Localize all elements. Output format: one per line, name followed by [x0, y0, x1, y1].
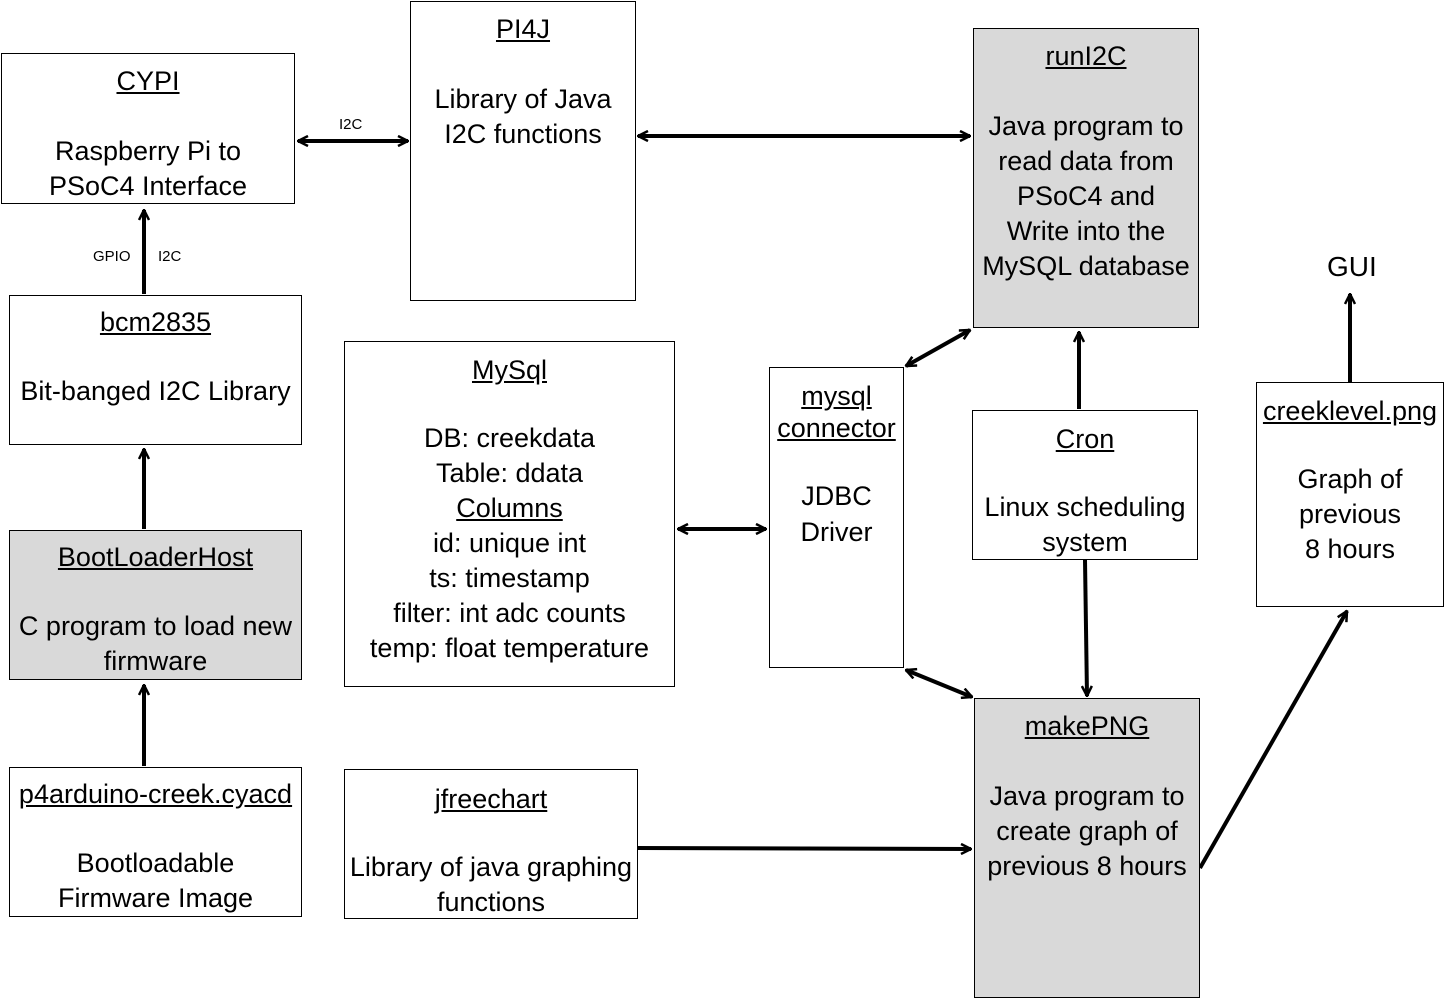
box-mysql-line-2: Table: ddata: [435, 458, 584, 488]
box-cron-line-2: system: [1042, 527, 1128, 557]
box-mysql-connector: mysql connector JDBC Driver: [769, 367, 904, 668]
label-i2c-top: I2C: [339, 116, 363, 133]
box-connector-line-2: Driver: [800, 517, 873, 547]
box-runi2c-title: runI2C: [1045, 41, 1127, 71]
box-creeklevel: creeklevel.png Graph of previous 8 hours: [1256, 382, 1444, 607]
box-cyacd: p4arduino-creek.cyacd Bootloadable Firmw…: [9, 767, 302, 917]
box-pi4j-line-1: Library of Java: [434, 84, 612, 114]
box-creeklevel-line-2: previous: [1298, 499, 1402, 529]
box-mysql-line-6: filter: int adc counts: [393, 598, 626, 628]
box-mysql-line-7: temp: float temperature: [369, 633, 650, 663]
box-makepng-line-1: Java program to: [989, 781, 1185, 811]
box-mysql-line-1: DB: creekdata: [423, 423, 596, 453]
box-makepng-line-2: create graph of: [996, 816, 1178, 846]
box-makepng-title: makePNG: [1024, 711, 1150, 741]
box-cyacd-title: p4arduino-creek.cyacd: [18, 779, 293, 809]
arrow-makepng-creeklevel: [1198, 611, 1349, 869]
box-jfreechart-line-1: Library of java graphing: [349, 852, 633, 882]
box-mysql-title: MySql: [471, 355, 547, 385]
box-connector-line-1: JDBC: [801, 481, 872, 511]
box-mysql-line-3: Columns: [456, 493, 563, 523]
box-pi4j: PI4J Library of Java I2C functions: [410, 1, 636, 301]
arrow-connector-makepng: [906, 670, 972, 697]
box-bcm2835-title: bcm2835: [99, 307, 212, 337]
box-bootloaderhost-title: BootLoaderHost: [57, 542, 254, 572]
box-runi2c-line-5: MySQL database: [982, 251, 1190, 281]
box-runi2c-line-4: Write into the: [1006, 216, 1166, 246]
arrow-cron-makepng: [1085, 559, 1087, 696]
box-cypi-title: CYPI: [116, 66, 180, 96]
box-bootloaderhost: BootLoaderHost C program to load new fir…: [9, 530, 302, 680]
box-bcm2835-line-1: Bit-banged I2C Library: [20, 376, 291, 406]
box-mysql-line-5: ts: timestamp: [429, 563, 590, 593]
box-bootloaderhost-line-2: firmware: [103, 646, 208, 676]
box-pi4j-title: PI4J: [495, 14, 551, 44]
box-jfreechart-title: jfreechart: [434, 784, 548, 814]
box-jfreechart: jfreechart Library of java graphing func…: [344, 769, 638, 919]
box-cypi-line-1: Raspberry Pi to: [54, 136, 242, 166]
box-cypi-line-2: PSoC4 Interface: [48, 171, 248, 201]
box-pi4j-line-2: I2C functions: [444, 119, 602, 149]
box-connector-title-1: mysql: [801, 381, 872, 411]
label-gpio: GPIO: [93, 248, 131, 265]
box-runi2c-line-1: Java program to: [988, 111, 1184, 141]
label-i2c-vertical: I2C: [158, 248, 182, 265]
box-cron-line-1: Linux scheduling: [984, 492, 1186, 522]
box-creeklevel-title: creeklevel.png: [1262, 396, 1438, 426]
box-bootloaderhost-line-1: C program to load new: [18, 611, 293, 641]
box-creeklevel-line-1: Graph of: [1297, 464, 1403, 494]
box-cyacd-line-1: Bootloadable: [76, 848, 235, 878]
box-cypi: CYPI Raspberry Pi to PSoC4 Interface: [1, 53, 295, 204]
box-cron: Cron Linux scheduling system: [972, 410, 1198, 560]
box-mysql: MySql DB: creekdata Table: ddata Columns…: [344, 341, 675, 687]
arrow-jfreechart-makepng: [635, 848, 971, 849]
box-runi2c-line-3: PSoC4 and: [1016, 181, 1156, 211]
box-connector-title-2: connector: [777, 413, 896, 443]
box-jfreechart-line-2: functions: [436, 887, 546, 917]
box-creeklevel-line-3: 8 hours: [1304, 534, 1396, 564]
box-bcm2835: bcm2835 Bit-banged I2C Library: [9, 295, 302, 445]
box-cron-title: Cron: [1055, 424, 1115, 454]
box-makepng-line-3: previous 8 hours: [987, 851, 1187, 881]
box-runi2c: runI2C Java program to read data from PS…: [973, 28, 1199, 328]
box-makepng: makePNG Java program to create graph of …: [974, 698, 1200, 998]
box-runi2c-line-2: read data from: [998, 146, 1174, 176]
box-cyacd-line-2: Firmware Image: [57, 883, 254, 913]
box-mysql-line-4: id: unique int: [432, 528, 587, 558]
arrow-connector-runi2c: [906, 328, 970, 368]
label-gui: GUI: [1327, 251, 1377, 282]
